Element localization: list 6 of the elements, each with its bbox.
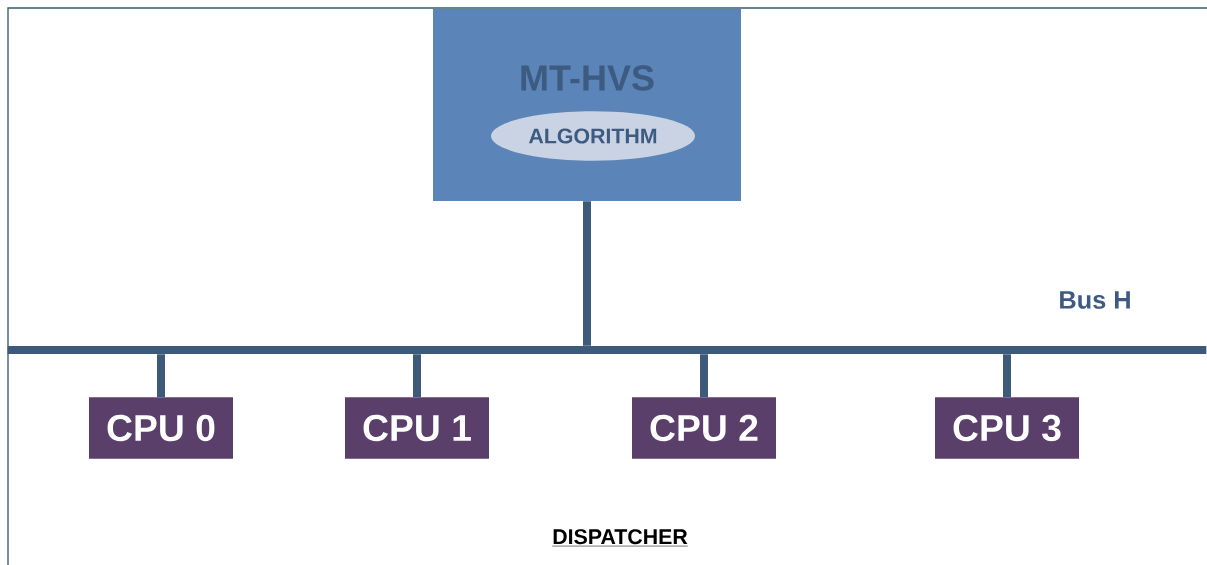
footer-label: DISPATCHER	[552, 529, 689, 547]
cpu-box: CPU 2	[632, 397, 776, 459]
cpu-box: CPU 3	[935, 397, 1079, 459]
cpu-box: CPU 0	[89, 397, 233, 459]
bus-label: Bus H	[1060, 291, 1130, 309]
cpu-box: CPU 1	[345, 397, 489, 459]
